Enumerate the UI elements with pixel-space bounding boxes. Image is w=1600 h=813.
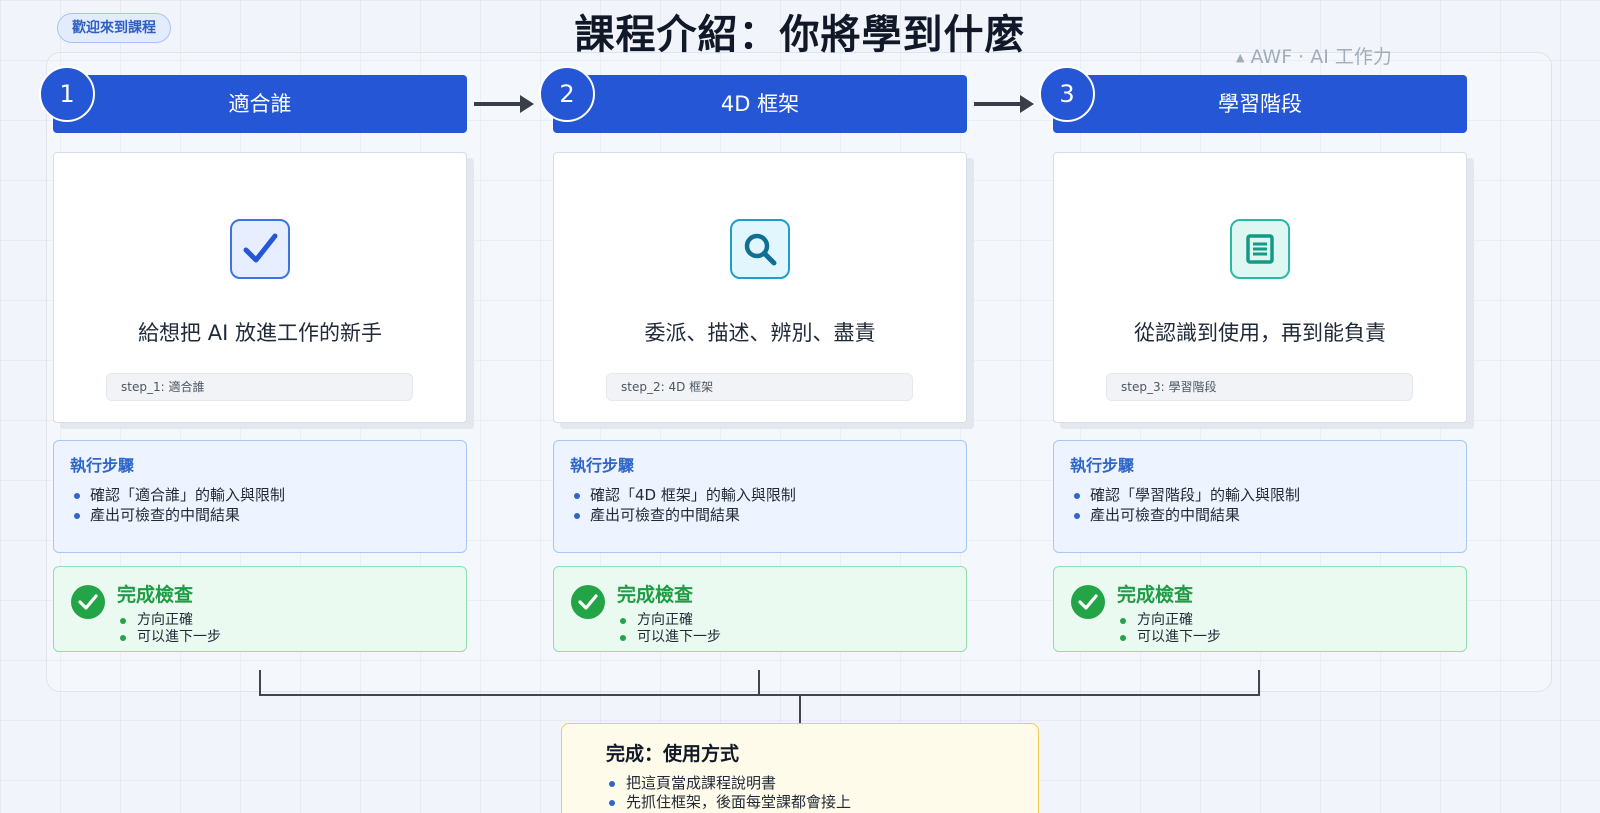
step-tag: step_3: 學習階段 — [1106, 373, 1413, 401]
done-check-box: 完成檢查 方向正確 可以進下一步 — [53, 566, 467, 652]
document-icon — [1230, 219, 1290, 279]
step-number: 1 — [39, 66, 95, 122]
exec-steps-box: 執行步驟 確認「4D 框架」的輸入與限制 產出可檢查的中間結果 — [553, 440, 967, 553]
column-header: 學習階段 — [1053, 75, 1467, 133]
check-circle-icon — [1071, 585, 1105, 619]
arrow-right-icon — [974, 95, 1034, 113]
done-title: 完成檢查 — [1117, 584, 1194, 606]
exec-title: 執行步驟 — [70, 456, 135, 475]
column-header: 4D 框架 — [553, 75, 967, 133]
column-card: 從認識到使用，再到能負責 step_3: 學習階段 — [1053, 152, 1467, 423]
exec-steps-box: 執行步驟 確認「學習階段」的輸入與限制 產出可檢查的中間結果 — [1053, 440, 1467, 553]
step-tag: step_2: 4D 框架 — [606, 373, 913, 401]
list-item: 確認「學習階段」的輸入與限制 — [1070, 485, 1466, 505]
done-check-box: 完成檢查 方向正確 可以進下一步 — [553, 566, 967, 652]
final-usage-box: 完成：使用方式 把這頁當成課程說明書 先抓住框架，後面每堂課都會接上 — [561, 723, 1039, 813]
brand-watermark: ▲ AWF · AI 工作力 — [1236, 42, 1392, 69]
list-item: 產出可檢查的中間結果 — [70, 505, 466, 525]
arrow-right-icon — [474, 95, 534, 113]
step-number: 2 — [539, 66, 595, 122]
done-title: 完成檢查 — [117, 584, 194, 606]
list-item: 確認「適合誰」的輸入與限制 — [70, 485, 466, 505]
triangle-icon: ▲ — [1236, 51, 1245, 64]
done-check-box: 完成檢查 方向正確 可以進下一步 — [1053, 566, 1467, 652]
column-card: 委派、描述、辨別、盡責 step_2: 4D 框架 — [553, 152, 967, 423]
card-description: 給想把 AI 放進工作的新手 — [138, 321, 382, 345]
list-item: 先抓住框架，後面每堂課都會接上 — [606, 793, 1038, 812]
column-card: 給想把 AI 放進工作的新手 step_1: 適合誰 — [53, 152, 467, 423]
exec-title: 執行步驟 — [570, 456, 635, 475]
step-number: 3 — [1039, 66, 1095, 122]
card-description: 委派、描述、辨別、盡責 — [644, 321, 876, 345]
exec-steps-box: 執行步驟 確認「適合誰」的輸入與限制 產出可檢查的中間結果 — [53, 440, 467, 553]
list-item: 產出可檢查的中間結果 — [570, 505, 966, 525]
checkbox-icon — [230, 219, 290, 279]
welcome-badge: 歡迎來到課程 — [57, 13, 171, 43]
magnifier-icon — [730, 219, 790, 279]
column-header: 適合誰 — [53, 75, 467, 133]
card-description: 從認識到使用，再到能負責 — [1134, 321, 1386, 345]
list-item: 方向正確 — [117, 612, 221, 629]
list-item: 可以進下一步 — [117, 629, 221, 646]
list-item: 方向正確 — [617, 612, 721, 629]
done-title: 完成檢查 — [617, 584, 694, 606]
list-item: 確認「4D 框架」的輸入與限制 — [570, 485, 966, 505]
list-item: 可以進下一步 — [1117, 629, 1221, 646]
list-item: 可以進下一步 — [617, 629, 721, 646]
brand-label: AWF · AI 工作力 — [1250, 46, 1392, 68]
list-item: 方向正確 — [1117, 612, 1221, 629]
final-title: 完成：使用方式 — [606, 743, 740, 765]
exec-title: 執行步驟 — [1070, 456, 1135, 475]
check-circle-icon — [571, 585, 605, 619]
check-circle-icon — [71, 585, 105, 619]
page-title: 課程介紹：你將學到什麼 — [574, 12, 1026, 58]
list-item: 產出可檢查的中間結果 — [1070, 505, 1466, 525]
step-tag: step_1: 適合誰 — [106, 373, 413, 401]
list-item: 把這頁當成課程說明書 — [606, 774, 1038, 793]
